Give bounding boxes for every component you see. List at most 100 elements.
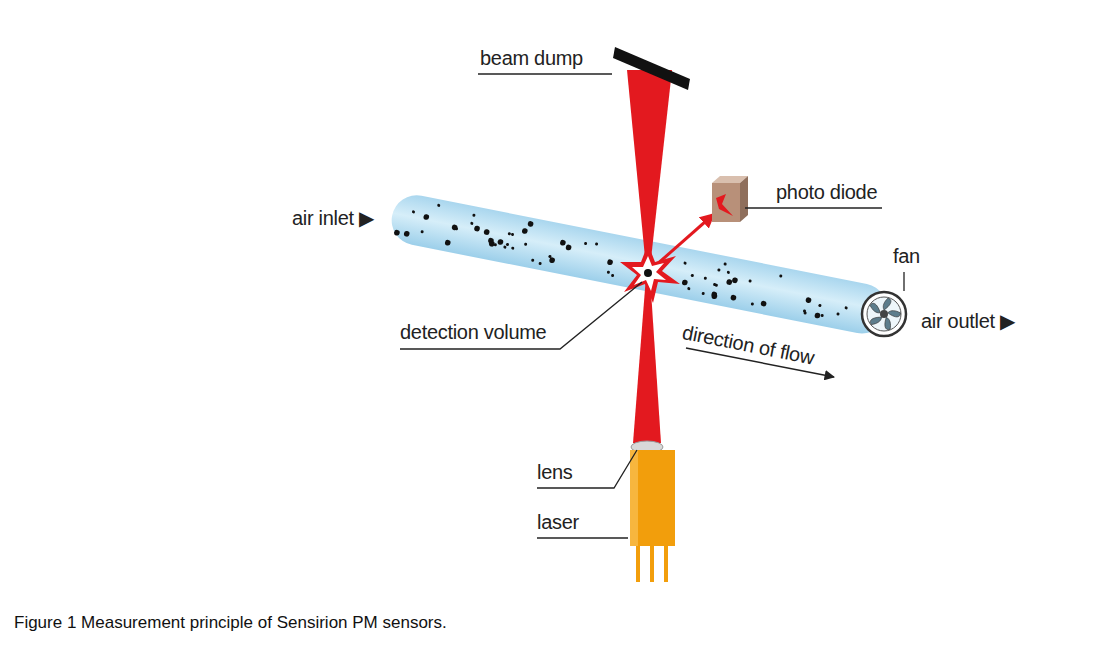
particle: [595, 242, 599, 246]
particle: [549, 257, 556, 264]
particle: [489, 241, 496, 248]
particle: [711, 291, 718, 298]
particle: [527, 221, 534, 228]
particle: [607, 259, 614, 266]
leader-line: [537, 537, 628, 538]
fan-ring: [862, 292, 906, 336]
scatter-ray: [655, 214, 714, 266]
particle: [511, 233, 515, 237]
particle: [437, 204, 441, 208]
particle: [403, 231, 410, 238]
particle: [506, 243, 510, 247]
particle: [611, 274, 615, 278]
fan-inner: [867, 297, 901, 331]
particle: [444, 239, 451, 246]
part-label: lens: [537, 460, 573, 484]
particle: [844, 306, 848, 310]
part-label: air outlet ▶: [921, 309, 1015, 333]
part-label: laser: [537, 510, 579, 534]
particle: [704, 277, 708, 281]
particle: [483, 229, 490, 236]
fan-blade: [883, 298, 891, 310]
particle: [803, 309, 807, 313]
particle: [420, 230, 424, 234]
part-label: detection volume: [400, 320, 546, 344]
particle: [497, 239, 504, 246]
leader-line: [478, 73, 612, 74]
fan-blade: [869, 302, 883, 313]
particle: [805, 297, 812, 304]
particle: [584, 242, 588, 246]
particle: [723, 262, 727, 266]
particle: [423, 214, 430, 221]
leader-line: [537, 450, 637, 488]
leader-line: [903, 272, 904, 291]
particle: [727, 271, 731, 275]
particle: [508, 232, 512, 236]
particle: [683, 261, 687, 265]
part-label: fan: [893, 244, 920, 268]
part-label: beam dump: [480, 46, 583, 70]
scatter-star: [620, 244, 680, 303]
particle: [779, 274, 783, 278]
laser-body: [630, 450, 675, 546]
particle: [451, 224, 458, 231]
air-channel: [387, 191, 891, 338]
particle: [470, 222, 474, 226]
fan-blade: [888, 308, 902, 319]
particle: [472, 214, 476, 218]
particle: [691, 274, 695, 278]
particle: [836, 312, 840, 316]
particle: [565, 244, 572, 251]
particle: [814, 312, 821, 319]
laser-beam-lower: [633, 276, 661, 443]
particle: [560, 239, 567, 246]
particle: [524, 242, 528, 246]
part-label: photo diode: [776, 180, 877, 204]
particle: [511, 246, 515, 250]
fan-blades: [869, 298, 902, 331]
particle: [687, 287, 691, 291]
laser-pin: [650, 546, 654, 582]
part-label: direction of flow: [680, 320, 816, 370]
particle: [732, 277, 739, 284]
beam-dump: [613, 47, 690, 90]
particle: [412, 210, 416, 214]
particle: [726, 279, 733, 286]
leader-line: [745, 207, 882, 208]
particle: [760, 300, 767, 307]
particle: [644, 269, 652, 277]
photo-diode: [712, 183, 740, 222]
particles: [393, 195, 852, 325]
particle: [748, 279, 752, 283]
particle: [715, 283, 719, 287]
particle: [531, 258, 535, 262]
fan: [862, 292, 906, 336]
air-channel-body: [387, 191, 891, 338]
particle: [538, 262, 542, 266]
photo-diode-spot: [716, 194, 733, 216]
figure-caption: Figure 1 Measurement principle of Sensir…: [14, 613, 447, 633]
particle: [607, 271, 611, 275]
laser-pin: [664, 546, 668, 582]
fan-blade: [881, 317, 894, 331]
particle: [717, 268, 721, 272]
photo-diode-side: [740, 176, 748, 222]
particle: [820, 314, 824, 318]
laser-pin: [636, 546, 640, 582]
particle: [701, 292, 705, 296]
particle: [682, 279, 689, 286]
particle: [394, 229, 401, 236]
part-label: air inlet ▶: [292, 206, 374, 230]
particle: [730, 294, 737, 301]
particle: [818, 304, 822, 308]
particle: [503, 245, 507, 249]
laser-highlight: [630, 450, 638, 546]
particle: [522, 228, 529, 235]
particle: [474, 225, 481, 232]
fan-hub: [880, 310, 888, 318]
particle: [751, 302, 755, 306]
leader-line: [400, 282, 642, 349]
laser-beam-upper: [627, 70, 672, 268]
